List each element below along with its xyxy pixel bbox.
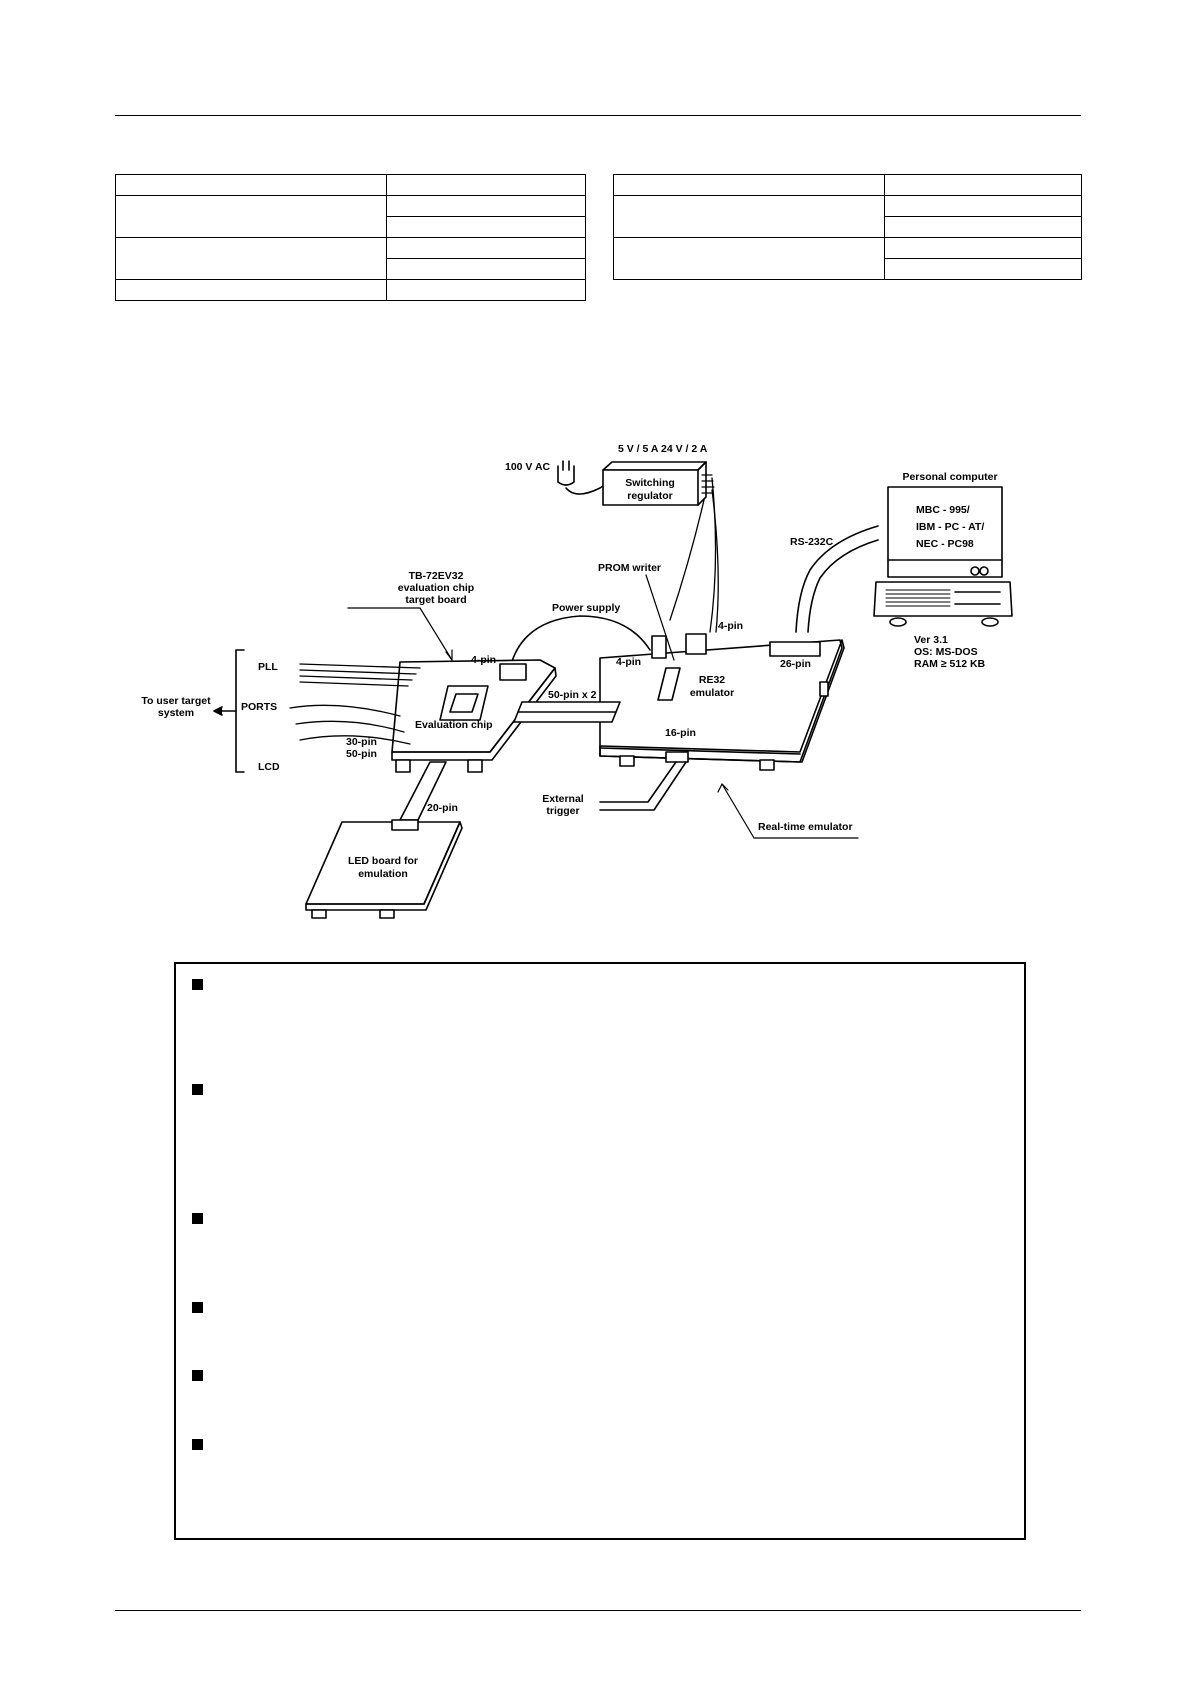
label-50pin-x2: 50-pin x 2	[548, 689, 597, 701]
led-board	[305, 819, 463, 919]
personal-computer	[873, 486, 1013, 627]
spec-table-right	[613, 174, 1082, 280]
label-led-board-1: LED board for	[348, 855, 418, 867]
realtime-emulator-pointer	[721, 783, 859, 839]
spec-table-left	[115, 174, 586, 301]
regulator-cable	[709, 477, 717, 633]
rs232c-cable	[795, 525, 879, 633]
label-pc-title: Personal computer	[902, 471, 997, 483]
footer-rule	[115, 1610, 1081, 1611]
features-box	[174, 962, 1026, 1540]
switching-regulator	[602, 461, 715, 506]
label-os-name: OS: MS-DOS	[914, 646, 978, 658]
label-4pin-target: 4-pin	[471, 654, 496, 666]
system-configuration-diagram: 100 V AC Switching regulator 5 V / 5 A 2…	[141, 443, 1013, 919]
user-target-cables	[289, 663, 421, 745]
label-4pin-emulator: 4-pin	[616, 656, 641, 668]
label-user-target-1: To user target	[141, 695, 211, 707]
feature-bullet	[192, 979, 203, 990]
power-plug-icon	[557, 460, 604, 495]
label-regulator-2: regulator	[627, 490, 673, 502]
header-rule	[115, 115, 1081, 116]
label-lcd: LCD	[258, 761, 280, 773]
label-26pin: 26-pin	[780, 658, 811, 670]
label-30pin: 30-pin	[346, 736, 377, 748]
label-pc-model-3: NEC - PC98	[916, 538, 974, 550]
label-20pin: 20-pin	[427, 802, 458, 814]
connector-16pin	[665, 751, 689, 763]
label-led-board-2: emulation	[358, 868, 408, 880]
label-prom-writer: PROM writer	[598, 562, 661, 574]
label-ports: PORTS	[241, 701, 277, 713]
label-regulator-1: Switching	[625, 477, 675, 489]
label-power-rating: 5 V / 5 A 24 V / 2 A	[618, 443, 708, 455]
feature-bullet	[192, 1439, 203, 1450]
prom-writer-pointer	[645, 574, 675, 661]
label-external-trigger-2: trigger	[546, 805, 579, 817]
label-power-input: 100 V AC	[505, 461, 551, 473]
ribbon-50pin-x2	[513, 701, 621, 723]
label-target-board-3: target board	[405, 594, 466, 606]
re32-emulator-board	[599, 633, 845, 771]
label-os-version: Ver 3.1	[914, 634, 948, 646]
label-power-supply: Power supply	[552, 602, 620, 614]
target-board-pointer	[347, 607, 453, 661]
label-pc-model-2: IBM - PC - AT/	[916, 521, 984, 533]
feature-bullet	[192, 1302, 203, 1313]
label-evaluation-chip: Evaluation chip	[415, 719, 493, 731]
label-ram: RAM ≥ 512 KB	[914, 658, 986, 670]
label-re32-2: emulator	[690, 687, 734, 699]
feature-bullet	[192, 1370, 203, 1381]
feature-bullet	[192, 1084, 203, 1095]
label-target-board-1: TB-72EV32	[409, 570, 464, 582]
label-user-target-2: system	[158, 707, 194, 719]
label-4pin-regulator: 4-pin	[718, 620, 743, 632]
feature-bullet	[192, 1213, 203, 1224]
label-target-board-2: evaluation chip	[398, 582, 474, 594]
label-re32-1: RE32	[699, 674, 725, 686]
label-external-trigger-1: External	[542, 793, 584, 805]
label-50pin: 50-pin	[346, 748, 377, 760]
label-rs232c: RS-232C	[790, 536, 834, 548]
label-16pin: 16-pin	[665, 727, 696, 739]
label-realtime-emulator: Real-time emulator	[758, 821, 853, 833]
target-board	[391, 659, 557, 773]
label-pc-model-1: MBC - 995/	[916, 504, 970, 516]
label-pll: PLL	[258, 661, 278, 673]
power-supply-cable	[509, 615, 651, 669]
external-trigger-cable	[599, 761, 677, 803]
